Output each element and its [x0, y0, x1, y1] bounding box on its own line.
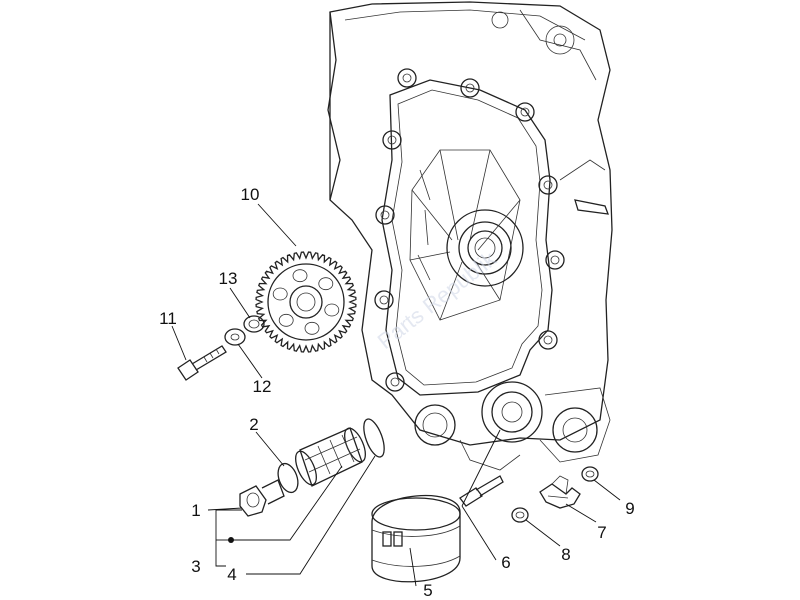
gear-lightening-hole: [318, 277, 334, 291]
part-12-washer: [224, 328, 246, 346]
part-4-strainer: [295, 427, 366, 487]
gear-lightening-hole: [278, 313, 294, 327]
part-8-nut: [511, 507, 529, 523]
strainer-o-ring: [363, 418, 385, 458]
callout-5: 5: [423, 581, 432, 600]
crankcase-cover: [327, 1, 613, 471]
gear-lightening-hole: [272, 287, 288, 301]
callout-7: 7: [597, 523, 606, 542]
callout-6: 6: [501, 553, 510, 572]
callout-9: 9: [625, 499, 634, 518]
part-1-drain-plug: [239, 479, 285, 517]
watermark: Parts Republik: [373, 246, 502, 354]
callout-10: 10: [241, 185, 260, 204]
callout-1: 1: [191, 501, 200, 520]
leader-lines: [171, 203, 621, 587]
part-9-washer: [581, 466, 599, 482]
callout-4: 4: [227, 565, 236, 584]
part-5-oil-filter: [371, 495, 461, 583]
gear-lightening-hole: [292, 269, 308, 283]
part-7-pressure-switch: [539, 475, 581, 509]
part-6-stud: [459, 475, 504, 507]
callout-2: 2: [249, 415, 258, 434]
part-10-gear: [255, 251, 357, 353]
callout-12: 12: [253, 377, 272, 396]
callout-13: 13: [219, 269, 238, 288]
part-2-o-ring: [277, 462, 299, 494]
gear-lightening-hole: [324, 303, 340, 317]
callout-8: 8: [561, 545, 570, 564]
callout-11: 11: [159, 309, 177, 328]
part-11-bolt: [177, 345, 227, 381]
callout-labels: 10 13 11 12 2 1 3 4 5 6 7 8 9: [159, 185, 635, 600]
gear-lightening-hole: [304, 321, 320, 335]
callout-3: 3: [191, 557, 200, 576]
part-13-nut: [243, 315, 265, 333]
